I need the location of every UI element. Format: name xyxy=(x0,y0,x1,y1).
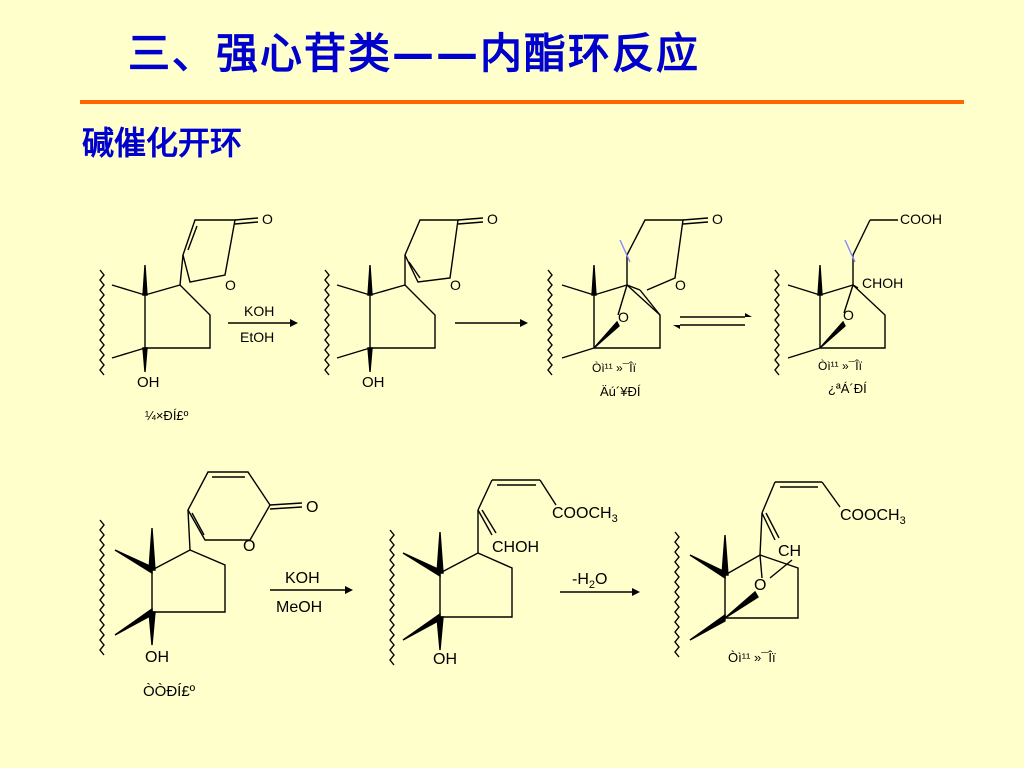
c4-acid-label: COOH xyxy=(900,211,942,227)
reagent-meoh: MeOH xyxy=(276,599,322,616)
c3-caption-1: Òì¹¹ »¯Îï xyxy=(592,360,637,375)
c7-caption: Òì¹¹ »¯Îï xyxy=(728,650,776,665)
c4-chain-label: CHOH xyxy=(862,275,903,291)
title-divider xyxy=(80,100,964,104)
c3-caption-2: Äú´¥ÐÍ xyxy=(600,384,641,399)
c6-chain-label: CHOH xyxy=(492,539,539,556)
c4-caption-1: Òì¹¹ »¯Îï xyxy=(818,358,863,373)
wavy-bond xyxy=(99,269,105,376)
c5-ring-oxygen-label: O xyxy=(243,538,255,555)
equilibrium-arrows xyxy=(673,313,752,329)
c4-bridge-oxygen-label: O xyxy=(843,307,854,323)
compound-5-bufadienolide xyxy=(99,471,303,656)
reagent-etoh: EtOH xyxy=(240,329,274,345)
c3-bridge-oxygen-label: O xyxy=(618,309,629,325)
c7-ester-label: COOCH3 xyxy=(840,507,906,527)
c3-ring-oxygen-label: O xyxy=(675,277,686,293)
c7-ch-label: CH xyxy=(778,543,801,560)
c5-hydroxyl-label: OH xyxy=(145,649,169,666)
c1-oxo-label: O xyxy=(262,211,273,227)
c2-ring-oxygen-label: O xyxy=(450,277,461,293)
compound-1-cardenolide xyxy=(99,217,259,376)
c1-hydroxyl-label: OH xyxy=(137,374,160,391)
c7-bridge-oxygen-label: O xyxy=(754,577,766,594)
c5-caption: ÒÒÐÍ£º xyxy=(143,683,196,700)
c4-caption-2: ¿ªÁ´ÐÍ xyxy=(828,381,867,396)
reagent-koh-2: KOH xyxy=(285,570,320,587)
c6-hydroxyl-label: OH xyxy=(433,651,457,668)
c5-oxo-label: O xyxy=(306,499,318,516)
c2-oxo-label: O xyxy=(487,211,498,227)
slide-subtitle: 碱催化开环 xyxy=(82,124,243,162)
compound-4-open-chain-acid xyxy=(774,219,898,376)
compound-7-cyclized-isomer xyxy=(674,481,841,658)
c1-caption: ¼×ÐÍ£º xyxy=(145,408,189,423)
c1-ring-oxygen-label: O xyxy=(225,277,236,293)
c6-ester-label: COOCH3 xyxy=(552,505,618,525)
compound-2-isomerized-lactone xyxy=(324,217,484,376)
reagent-dehydration: -H2O xyxy=(572,571,607,591)
compound-3-bridged-lactone xyxy=(547,217,709,376)
compound-6-open-chain-ester xyxy=(389,479,557,666)
c3-oxo-label: O xyxy=(712,211,723,227)
slide-title: 三、强心苷类——内酯环反应 xyxy=(128,29,701,78)
reagent-koh-1: KOH xyxy=(244,303,274,319)
c2-hydroxyl-label: OH xyxy=(362,374,385,391)
